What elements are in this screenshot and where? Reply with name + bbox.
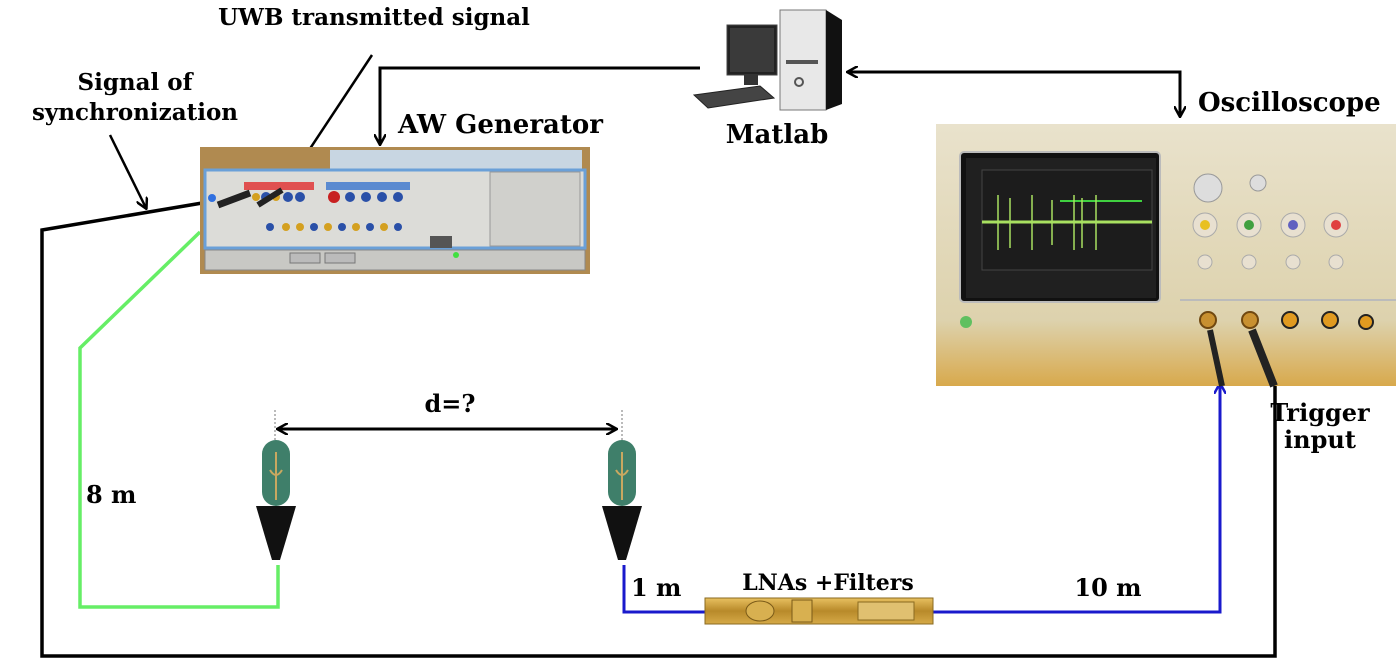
trigger-label-line1: Trigger	[1270, 398, 1370, 427]
scope-to-matlab-line	[848, 72, 1182, 113]
awg-instrument	[200, 147, 590, 274]
tx-cable	[78, 230, 280, 609]
uwb-signal-label: UWB transmitted signal	[218, 4, 530, 31]
matlab-label: Matlab	[726, 120, 829, 150]
computer-icon	[692, 9, 842, 111]
sync-label-line2: synchronization	[32, 99, 238, 126]
tx-antenna	[256, 440, 296, 560]
trigger-label-line2: input	[1284, 425, 1356, 454]
distance-label: d=?	[425, 389, 476, 418]
lna-filters-chain	[704, 597, 934, 625]
rx-cable-long-length-label: 10 m	[1074, 573, 1141, 602]
awg-connectors	[252, 191, 403, 231]
oscilloscope-instrument	[936, 124, 1396, 388]
scope-inputs	[1199, 311, 1374, 330]
sync-label-line1: Signal of	[77, 69, 194, 96]
scope-knobs	[1192, 173, 1349, 270]
rx-cable	[622, 565, 705, 614]
scope-trace-pulses	[997, 195, 1097, 250]
matlab-to-awg-line	[380, 66, 700, 144]
rx-cable-long	[932, 384, 1220, 614]
rx-antenna	[602, 440, 642, 560]
awg-label: AW Generator	[397, 110, 603, 140]
rx-cable-short-length-label: 1 m	[631, 573, 681, 602]
tx-cable-length-label: 8 m	[86, 480, 136, 509]
sync-annotation-arrow	[108, 134, 146, 208]
sync-cable	[40, 198, 1275, 658]
oscilloscope-label: Oscilloscope	[1198, 88, 1381, 118]
lna-label: LNAs +Filters	[742, 570, 914, 596]
